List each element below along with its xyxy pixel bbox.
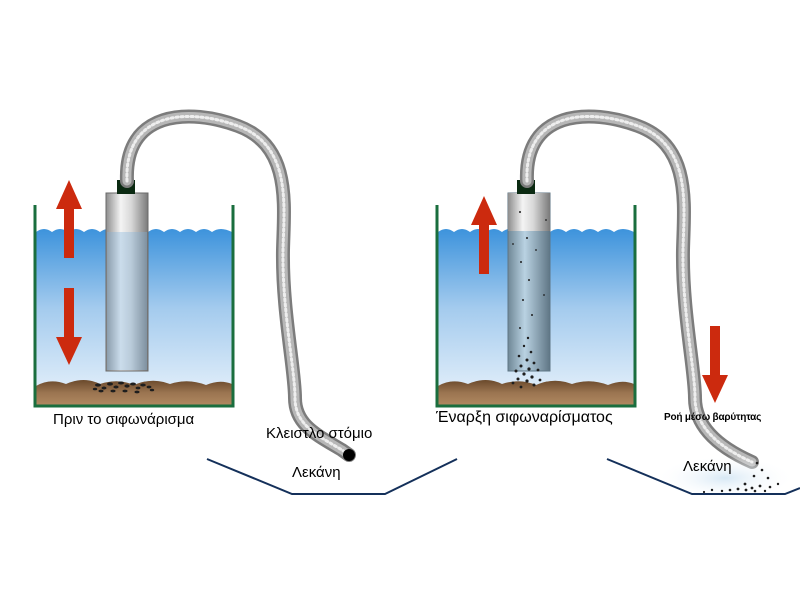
tank-start — [435, 180, 637, 408]
label-before-siphoning: Πριν το σιφωνάρισμα — [53, 411, 195, 428]
down-arrow-icon — [56, 288, 82, 365]
label-closed-opening: Κλειστλο στόμιο — [266, 425, 373, 442]
tube-water-overlay-left — [107, 232, 147, 370]
label-start-siphoning: Έναρξη σιφωναρίσματος — [436, 409, 613, 426]
closed-opening-plug — [343, 449, 355, 461]
debris-left — [92, 381, 155, 394]
up-arrow-icon — [56, 180, 82, 258]
water-splash — [655, 456, 795, 500]
tank-before — [33, 180, 235, 408]
hose-left — [119, 109, 356, 462]
label-gravity-flow: Ροή μέσω βαρύτητας — [664, 412, 762, 423]
label-basin-right: Λεκάνη — [683, 458, 732, 475]
gravel-left — [36, 380, 232, 405]
label-basin-left: Λεκάνη — [292, 464, 341, 481]
siphon-tube-left — [105, 192, 149, 372]
basin-left — [206, 458, 458, 495]
down-arrow-icon — [702, 326, 728, 403]
basin-right — [606, 458, 800, 495]
debris-right — [511, 211, 547, 389]
up-arrow-icon — [471, 196, 497, 274]
tube-top-right — [508, 193, 550, 231]
tank-wall-left — [33, 205, 235, 408]
gravel-right — [438, 380, 634, 405]
hose-right — [519, 109, 759, 469]
debris-basin — [702, 461, 780, 494]
tank-wall-right — [435, 205, 637, 408]
